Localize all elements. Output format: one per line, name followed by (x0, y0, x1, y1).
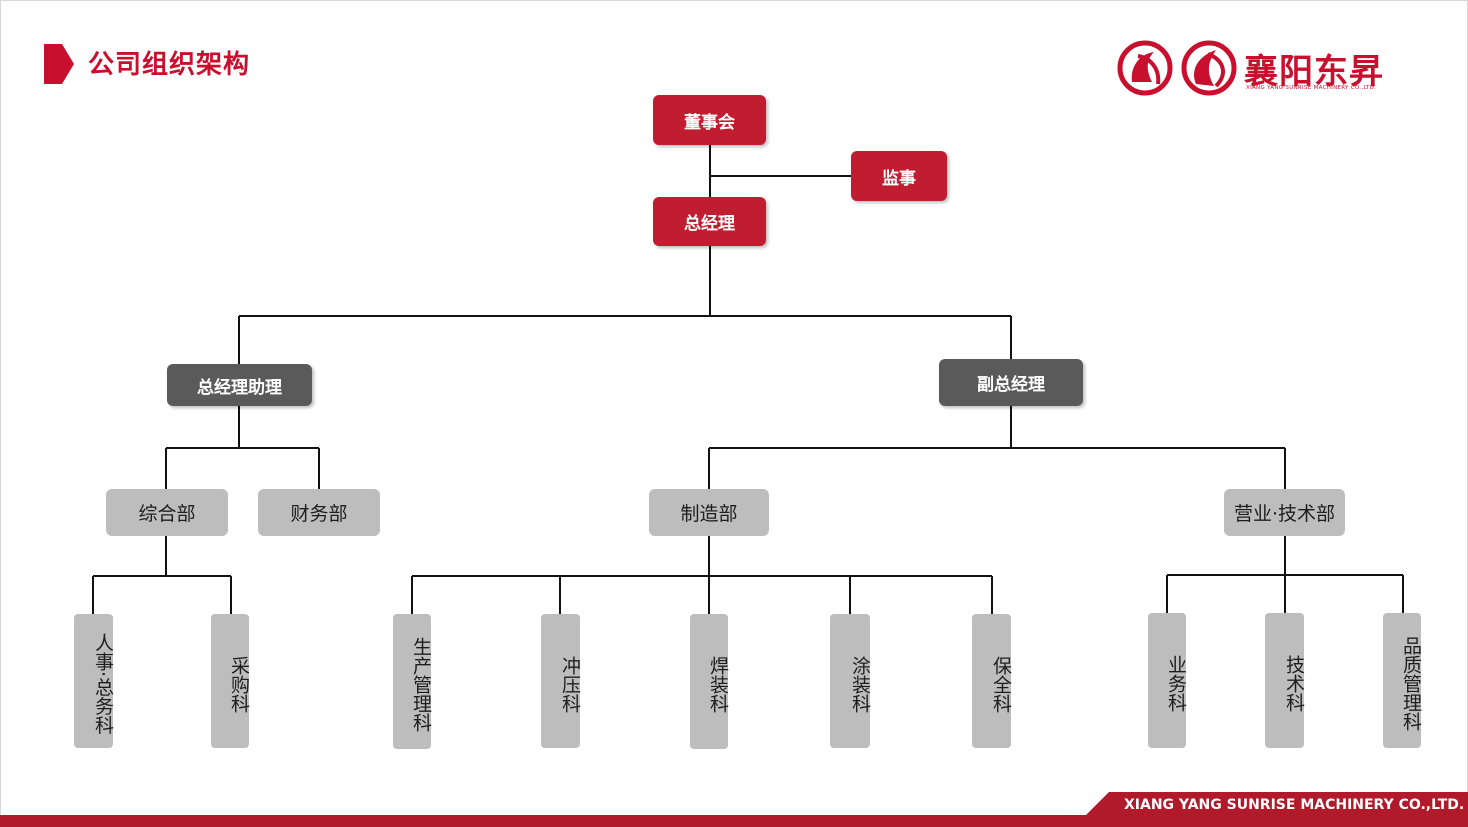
quality-mgmt-section-box: 品质管理科 (1383, 613, 1422, 748)
supervisor-box: 监事 (851, 151, 947, 201)
footer-band (0, 815, 1468, 827)
company-logo-icon (1117, 40, 1237, 96)
general-affairs-dept-box: 综合部 (106, 489, 228, 536)
logo-company-subtitle: XIANG YANG SUNRISE MACHINERY CO.,LTD. (1246, 85, 1377, 91)
page-title: 公司组织架构 (88, 50, 251, 80)
stamping-section-box: 冲压科 (541, 614, 581, 748)
business-section-box: 业务科 (1148, 613, 1187, 748)
painting-section-box: 涂装科 (830, 614, 871, 748)
technology-section-box: 技术科 (1265, 613, 1305, 748)
footer-company-name: XIANG YANG SUNRISE MACHINERY CO.,LTD. (1124, 797, 1465, 813)
general-manager-box: 总经理 (653, 197, 766, 246)
welding-section-box: 焊装科 (690, 614, 729, 749)
hr-affairs-section-box: 人事·总务科 (74, 614, 114, 748)
finance-dept-box: 财务部 (258, 489, 380, 536)
board-of-directors-box: 董事会 (653, 95, 766, 145)
deputy-general-manager-box: 副总经理 (939, 359, 1083, 406)
logo-company-name: 襄阳东昇 (1244, 52, 1384, 92)
production-mgmt-section-box: 生产管理科 (393, 614, 432, 749)
title-arrow-icon (44, 44, 74, 84)
manufacturing-dept-box: 制造部 (649, 489, 769, 536)
sales-tech-dept-box: 营业·技术部 (1224, 489, 1345, 536)
footer-tab (1085, 792, 1468, 816)
purchasing-section-box: 采购科 (211, 614, 250, 748)
maintenance-section-box: 保全科 (972, 614, 1012, 748)
assistant-general-manager-box: 总经理助理 (167, 364, 312, 406)
